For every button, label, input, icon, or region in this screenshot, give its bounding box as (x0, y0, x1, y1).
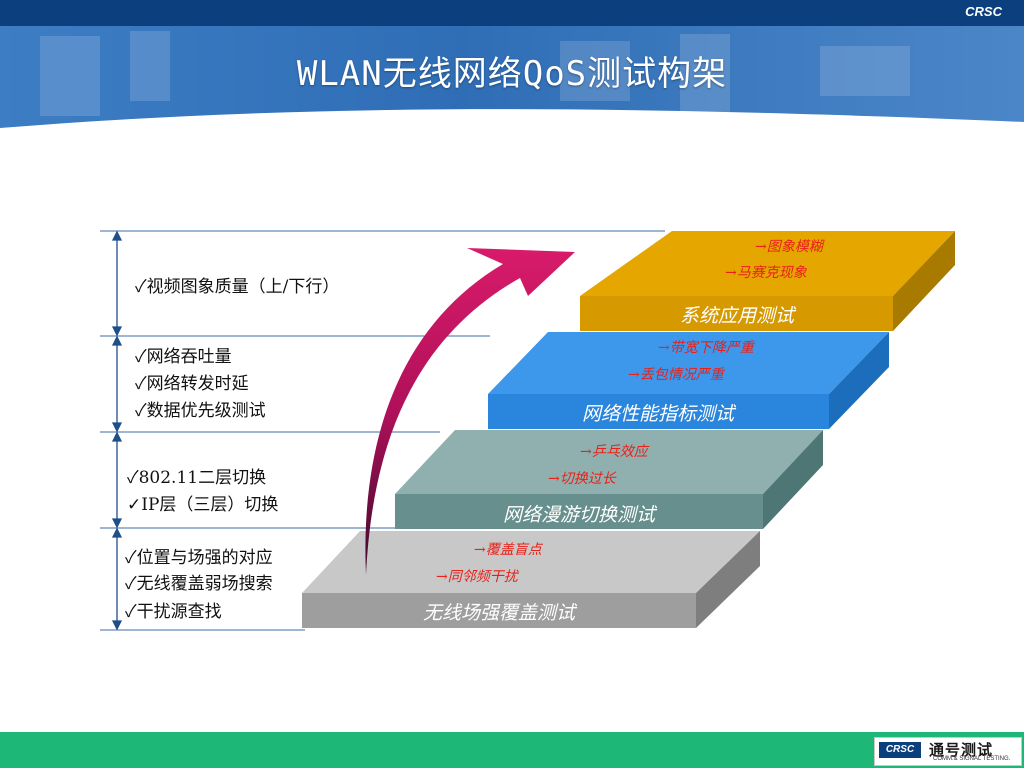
logo-mark: CRSC (879, 742, 921, 758)
step-note: →图象模糊 (755, 239, 825, 255)
left-item: ✓IP层（三层）切换 (127, 495, 278, 515)
footer-logo: CRSC 通号测试 COMM.& SIGNAL TESTING. (874, 737, 1022, 766)
step-note: →同邻频干扰 (436, 569, 520, 585)
step-application: 系统应用测试 →图象模糊 →马赛克现象 (580, 231, 955, 331)
header-banner (0, 26, 1024, 146)
logo-english: COMM.& SIGNAL TESTING. (933, 756, 1011, 762)
step-note: →带宽下降严重 (658, 340, 756, 356)
page-title: WLAN无线网络QoS测试构架 (296, 54, 728, 94)
step-note: →乒乓效应 (580, 444, 650, 460)
step-label: 系统应用测试 (680, 305, 797, 327)
left-item: ✓数据优先级测试 (135, 401, 266, 421)
step-performance: 网络性能指标测试 →带宽下降严重 →丢包情况严重 (488, 332, 889, 429)
left-item: ✓802.11二层切换 (127, 468, 266, 488)
step-note: →马赛克现象 (725, 265, 808, 281)
step-coverage: 无线场强覆盖测试 →覆盖盲点 →同邻频干扰 (302, 531, 760, 628)
left-item: ✓网络吞吐量 (135, 347, 232, 367)
left-item: ✓网络转发时延 (135, 374, 249, 394)
bottom-bar (0, 732, 1024, 768)
left-item: ✓位置与场强的对应 (125, 548, 273, 568)
step-roaming: 网络漫游切换测试 →乒乓效应 →切换过长 (395, 430, 823, 529)
left-item: ✓干扰源查找 (125, 602, 222, 622)
left-item: ✓无线覆盖弱场搜索 (125, 574, 273, 594)
step-note: →切换过长 (548, 471, 617, 487)
step-label: 无线场强覆盖测试 (423, 602, 578, 624)
step-note: →覆盖盲点 (474, 542, 544, 558)
top-bar: CRSC (0, 0, 1024, 26)
step-label: 网络性能指标测试 (582, 403, 737, 425)
brand-label: CRSC (965, 4, 1002, 19)
step-note: →丢包情况严重 (628, 367, 726, 383)
left-item: ✓视频图象质量（上/下行） (135, 277, 339, 297)
logo-chinese: 通号测试 (929, 741, 994, 759)
step-label: 网络漫游切换测试 (503, 504, 658, 526)
